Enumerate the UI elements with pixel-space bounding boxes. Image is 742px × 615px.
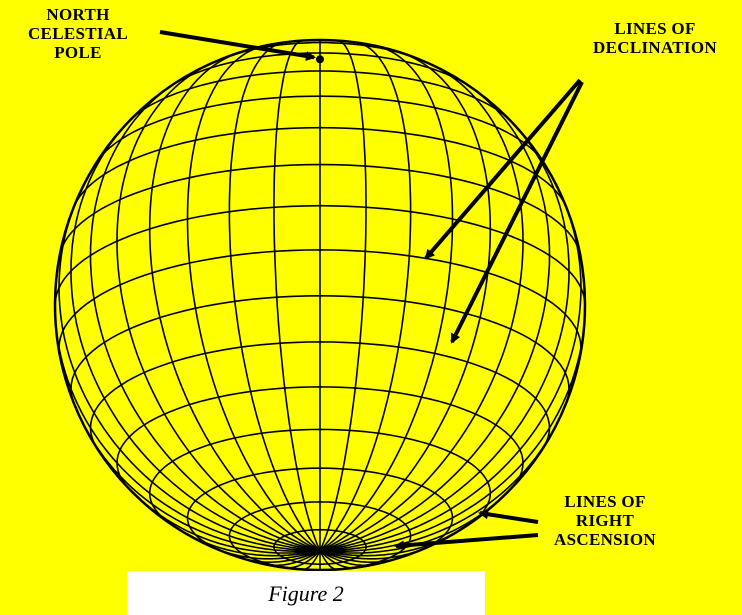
right-ascension-line	[319, 114, 570, 552]
right-ascension-line	[319, 549, 401, 564]
declination-line	[319, 163, 582, 258]
declination-line	[319, 126, 567, 207]
declination-line	[58, 249, 321, 353]
right-ascension-line	[319, 412, 563, 553]
arrow-to-declination-2	[450, 81, 584, 344]
declination-line	[319, 70, 511, 121]
declination-line	[319, 386, 524, 491]
right-ascension-line	[228, 41, 321, 552]
arrow-to-right-ascension-1	[478, 509, 539, 524]
right-ascension-line	[319, 41, 412, 552]
right-ascension-line	[172, 524, 321, 557]
label-line: RIGHT	[575, 511, 635, 530]
right-ascension-line	[319, 524, 468, 557]
declination-line	[319, 52, 473, 89]
label-line: CELESTIAL	[27, 24, 129, 43]
right-ascension-line	[319, 550, 379, 567]
right-ascension-line	[319, 39, 367, 552]
right-ascension-line	[123, 482, 321, 554]
right-ascension-line	[58, 181, 321, 552]
declination-line	[58, 163, 321, 258]
right-ascension-line	[282, 550, 321, 569]
arrow-to-pole	[159, 30, 316, 61]
label-lines-of-declination: LINES OF DECLINATION	[570, 19, 740, 57]
label-line: NORTH	[46, 5, 110, 24]
right-ascension-line	[89, 80, 321, 552]
right-ascension-line	[77, 412, 321, 553]
right-ascension-line	[116, 62, 321, 552]
right-ascension-line	[319, 296, 586, 552]
label-north-celestial-pole: NORTH CELESTIAL POLE	[8, 5, 148, 62]
arrow-to-declination-1	[424, 78, 582, 260]
sphere-grid	[53, 38, 587, 572]
caption-box: Figure 2	[127, 571, 485, 615]
right-ascension-line	[54, 296, 321, 552]
label-line: DECLINATION	[593, 38, 717, 57]
pointer-arrows	[159, 30, 584, 551]
declination-line	[186, 467, 320, 554]
label-line: LINES OF	[564, 492, 646, 511]
figure-caption: Figure 2	[268, 581, 344, 606]
right-ascension-line	[319, 44, 454, 552]
right-ascension-line	[186, 44, 321, 552]
right-ascension-line	[70, 114, 321, 552]
right-ascension-line	[319, 62, 524, 552]
right-ascension-line	[319, 181, 582, 552]
declination-line	[129, 70, 321, 121]
right-ascension-line	[319, 546, 428, 560]
arrow-to-right-ascension-2	[394, 533, 539, 551]
right-ascension-line	[212, 546, 321, 560]
declination-line	[54, 204, 321, 306]
right-ascension-line	[319, 482, 517, 554]
right-ascension-line	[239, 549, 321, 564]
right-ascension-line	[319, 51, 492, 552]
right-ascension-line	[302, 550, 321, 571]
declination-line	[167, 52, 321, 89]
label-line: POLE	[54, 43, 102, 62]
label-line: ASCENSION	[554, 530, 656, 549]
right-ascension-line	[319, 550, 338, 571]
north-pole-point	[316, 55, 324, 64]
declination-line	[319, 249, 582, 353]
right-ascension-line	[319, 550, 358, 569]
declination-line	[97, 95, 321, 161]
declination-line	[319, 341, 551, 447]
declination-line	[70, 295, 321, 404]
right-ascension-line	[273, 39, 321, 552]
declination-line	[116, 386, 321, 491]
right-ascension-line	[261, 550, 321, 567]
declination-line	[319, 295, 570, 404]
declination-line	[89, 341, 321, 447]
declination-line	[320, 467, 454, 554]
label-line: LINES OF	[614, 19, 696, 38]
right-ascension-line	[148, 51, 321, 552]
declination-line	[73, 126, 321, 207]
label-lines-of-right-ascension: LINES OF RIGHT ASCENSION	[530, 492, 680, 549]
